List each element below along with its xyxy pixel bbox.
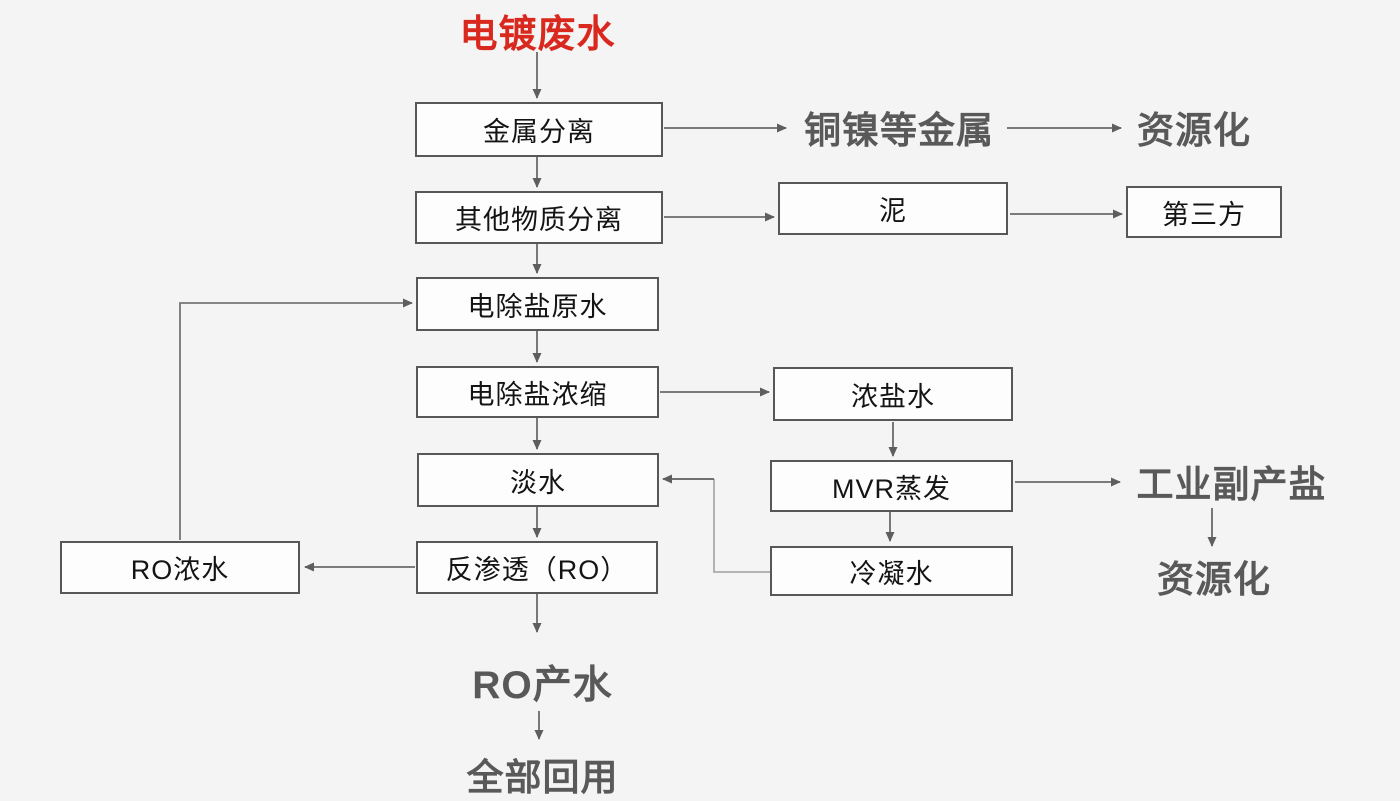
label-ro-product: RO产水 <box>472 664 613 707</box>
label-metals-output: 铜镍等金属 <box>804 110 994 151</box>
label-source: 电镀废水 <box>459 13 616 56</box>
node-sludge: 泥 <box>778 182 1008 235</box>
edge-condensate-elbow <box>713 479 770 573</box>
node-mvr-evaporation: MVR蒸发 <box>770 460 1013 512</box>
node-ro-concentrate: RO浓水 <box>60 541 300 594</box>
node-fresh-water: 淡水 <box>417 453 659 507</box>
label-resource-bottom: 资源化 <box>1157 559 1271 600</box>
node-metal-separation: 金属分离 <box>415 102 663 157</box>
node-reverse-osmosis: 反渗透（RO） <box>416 541 658 594</box>
node-other-separation: 其他物质分离 <box>415 191 663 244</box>
node-condensate: 冷凝水 <box>770 546 1013 596</box>
node-edi-raw-water: 电除盐原水 <box>416 277 659 331</box>
label-industrial-salt: 工业副产盐 <box>1136 464 1327 505</box>
node-brine: 浓盐水 <box>773 367 1013 421</box>
label-resource-top: 资源化 <box>1137 110 1251 151</box>
node-edi-concentrate: 电除盐浓缩 <box>416 366 659 418</box>
node-third-party: 第三方 <box>1126 186 1282 238</box>
edge-ro-concentrate-to-edi-raw-water <box>179 298 413 540</box>
label-full-reuse: 全部回用 <box>466 757 619 798</box>
